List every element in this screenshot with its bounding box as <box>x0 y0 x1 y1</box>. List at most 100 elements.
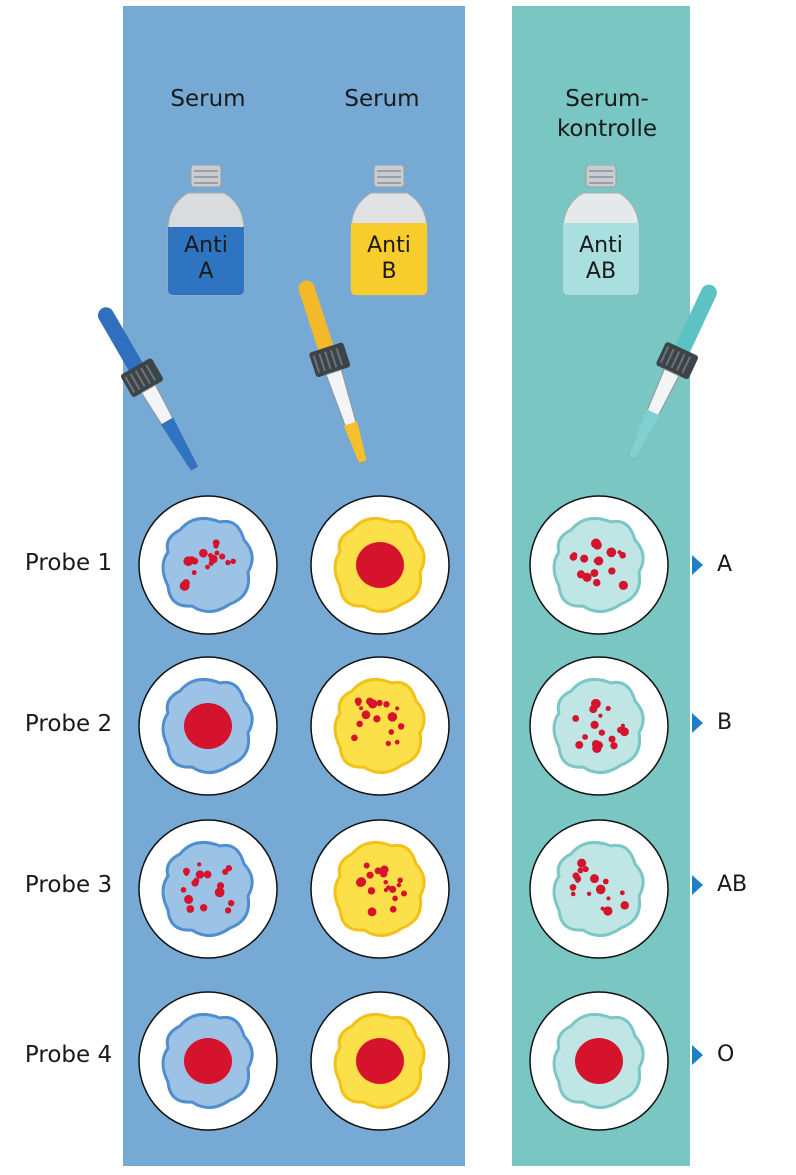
bottle-anti-b: Anti B <box>349 164 429 325</box>
agglutination-dot <box>184 871 189 876</box>
agglutination-dot <box>595 884 606 895</box>
agglutination-dot <box>205 564 210 570</box>
row-label-probe-1: Probe 1 <box>24 550 113 576</box>
bottle-label-anti-ab: Anti AB <box>579 233 623 284</box>
agglutination-dot <box>577 858 587 868</box>
row-label-probe-4: Probe 4 <box>24 1042 113 1068</box>
agglutination-dot <box>605 705 611 712</box>
agglutination-dot <box>608 567 616 575</box>
agglutination-dot <box>397 877 403 883</box>
agglutination-dot <box>199 548 208 558</box>
agglutination-dot <box>576 877 582 882</box>
pipette-anti-b-icon <box>298 280 368 464</box>
test-well <box>309 655 451 797</box>
row-label-probe-2: Probe 2 <box>24 711 113 737</box>
agglutination-dot <box>576 570 586 579</box>
agglutination-dot <box>569 883 577 891</box>
agglutination-dot <box>214 887 225 898</box>
test-well <box>137 494 279 636</box>
agglutination-dot <box>396 882 402 888</box>
agglutination-dot <box>374 867 382 875</box>
blood-clot <box>356 542 404 588</box>
test-well <box>137 818 279 960</box>
test-well <box>137 655 279 797</box>
agglutination-dot <box>397 723 405 730</box>
test-well <box>137 990 279 1132</box>
agglutination-dot <box>394 739 400 745</box>
bottle-anti-ab: Anti AB <box>561 164 641 325</box>
row-label-probe-3: Probe 3 <box>24 872 113 898</box>
agglutination-dot <box>570 891 576 897</box>
agglutination-dot <box>191 570 197 576</box>
agglutination-dot <box>385 740 392 747</box>
result-label: A <box>717 552 733 577</box>
agglutination-dot <box>184 894 194 904</box>
agglutination-dot <box>608 735 616 743</box>
agglutination-dot <box>586 891 592 896</box>
agglutination-dot <box>230 558 236 564</box>
column-title-control-line2: kontrolle <box>556 116 658 142</box>
agglutination-dot <box>195 870 205 879</box>
agglutination-dot <box>197 862 202 867</box>
serum-drop <box>552 677 645 774</box>
test-well <box>528 818 670 960</box>
agglutination-dot <box>361 710 371 720</box>
agglutination-dot <box>356 877 367 887</box>
agglutination-dot <box>395 706 400 711</box>
blood-clot <box>184 1038 232 1084</box>
agglutination-dot <box>180 887 187 893</box>
pipette-anti-a-icon <box>98 307 199 472</box>
agglutination-dot <box>598 713 603 718</box>
agglutination-dot <box>620 723 625 728</box>
column-title-anti-a: Serum <box>170 86 246 112</box>
agglutination-dot <box>392 895 398 902</box>
serum-drop <box>161 840 254 937</box>
agglutination-dot <box>383 879 388 885</box>
result-probe-2: B <box>690 708 790 738</box>
agglutination-dot <box>603 906 613 916</box>
result-probe-3: AB <box>690 870 790 900</box>
column-title-control: Serum- kontrolle <box>532 84 682 144</box>
agglutination-dot <box>356 720 363 728</box>
agglutination-dot <box>593 558 600 564</box>
bottle-label-anti-a: Anti A <box>184 233 228 284</box>
agglutination-dot <box>227 899 235 907</box>
bottle-label-anti-b: Anti B <box>367 233 411 284</box>
agglutination-dot <box>199 904 208 912</box>
agglutination-dot <box>590 569 599 577</box>
column-title-anti-b: Serum <box>344 86 420 112</box>
triangle-marker-icon <box>692 875 703 895</box>
agglutination-dot <box>577 867 584 874</box>
agglutination-dot <box>355 700 361 706</box>
agglutination-dot <box>214 550 220 556</box>
agglutination-dot <box>572 715 580 722</box>
agglutination-dot <box>359 706 364 711</box>
agglutination-dot <box>224 907 232 914</box>
agglutination-dot <box>367 887 376 895</box>
agglutination-dot <box>582 734 589 740</box>
agglutination-dot <box>373 715 381 723</box>
agglutination-dot <box>193 877 200 884</box>
agglutination-dot <box>569 553 578 561</box>
agglutination-dot <box>610 742 618 750</box>
agglutination-dot <box>602 878 609 885</box>
agglutination-dot <box>351 734 358 742</box>
agglutination-dot <box>622 730 627 736</box>
agglutination-dot <box>389 905 397 913</box>
result-probe-4: O <box>690 1040 790 1070</box>
agglutination-dot <box>209 554 218 564</box>
agglutination-dot <box>379 870 388 878</box>
agglutination-dot <box>366 871 374 879</box>
agglutination-dot <box>388 729 395 735</box>
triangle-marker-icon <box>692 713 703 733</box>
agglutination-dot <box>401 890 408 897</box>
bottle-anti-a: Anti A <box>166 164 246 325</box>
agglutination-dot <box>589 705 598 714</box>
agglutination-dot <box>582 866 589 873</box>
test-well <box>309 494 451 636</box>
agglutination-dot <box>203 870 212 879</box>
serum-drop <box>333 840 426 937</box>
agglutination-dot <box>213 543 219 549</box>
agglutination-dot <box>592 578 601 587</box>
agglutination-dot <box>580 554 589 563</box>
